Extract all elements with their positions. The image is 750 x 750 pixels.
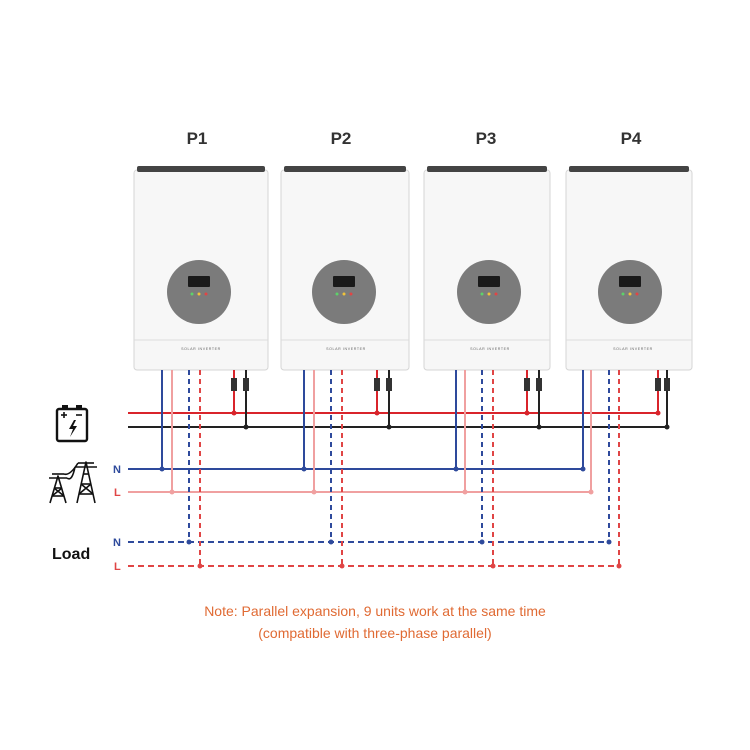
- load-label: Load: [52, 546, 90, 563]
- junction-dot: [580, 466, 586, 472]
- brand-text: SOLAR INVERTER: [613, 347, 653, 351]
- junction-dots: [159, 410, 670, 569]
- junction-dot: [588, 489, 594, 495]
- status-led: [335, 292, 339, 296]
- status-led: [487, 292, 491, 296]
- load-live-label: L: [114, 561, 121, 573]
- inverter-p2: P2 SOLAR INVERTER: [280, 129, 410, 371]
- inverter-top-cap: [569, 166, 689, 172]
- junction-dot: [479, 539, 485, 545]
- inverter-p4: P4 SOLAR INVERTER: [565, 129, 693, 371]
- status-led: [349, 292, 353, 296]
- junction-dot: [374, 410, 380, 416]
- drops-p1: [161, 370, 249, 566]
- junction-dot: [231, 410, 237, 416]
- junction-dot: [328, 539, 334, 545]
- cable-connector: [664, 378, 670, 391]
- status-led: [494, 292, 498, 296]
- junction-dot: [301, 466, 307, 472]
- junction-dot: [169, 489, 175, 495]
- junction-dot: [490, 563, 496, 569]
- load-neutral-label: N: [113, 537, 121, 549]
- drops-p2: [303, 370, 392, 566]
- cable-connector: [243, 378, 249, 391]
- cable-connector: [536, 378, 542, 391]
- brand-text: SOLAR INVERTER: [470, 347, 510, 351]
- cable-connector: [231, 378, 237, 391]
- junction-dot: [655, 410, 661, 416]
- grid-live-label: L: [114, 487, 121, 499]
- junction-dot: [462, 489, 468, 495]
- unit-label-p1: P1: [187, 129, 208, 148]
- junction-dot: [197, 563, 203, 569]
- unit-label-p2: P2: [331, 129, 352, 148]
- junction-dot: [186, 539, 192, 545]
- battery-icon: [55, 405, 89, 443]
- cable-connector: [524, 378, 530, 391]
- junction-dot: [159, 466, 165, 472]
- display-ring: [598, 260, 662, 324]
- inverter-top-cap: [284, 166, 406, 172]
- unit-label-p3: P3: [476, 129, 497, 148]
- status-led: [204, 292, 208, 296]
- drops-p3: [455, 370, 542, 566]
- note-line-2: (compatible with three-phase parallel): [258, 625, 492, 641]
- lcd-screen: [478, 276, 500, 287]
- inverter-p1: P1 SOLAR INVERTER: [133, 129, 269, 371]
- junction-dot: [536, 424, 542, 430]
- lcd-screen: [188, 276, 210, 287]
- inverter-top-cap: [137, 166, 265, 172]
- junction-dot: [453, 466, 459, 472]
- junction-dot: [311, 489, 317, 495]
- display-ring: [312, 260, 376, 324]
- junction-dot: [386, 424, 392, 430]
- inverter-p3: P3 SOLAR INVERTER: [423, 129, 551, 371]
- inverter-top-cap: [427, 166, 547, 172]
- junction-dot: [524, 410, 530, 416]
- brand-text: SOLAR INVERTER: [326, 347, 366, 351]
- status-led: [480, 292, 484, 296]
- brand-text: SOLAR INVERTER: [181, 347, 221, 351]
- junction-dot: [243, 424, 249, 430]
- display-ring: [167, 260, 231, 324]
- junction-dot: [664, 424, 670, 430]
- status-led: [190, 292, 194, 296]
- cable-connector: [374, 378, 380, 391]
- cable-connector: [655, 378, 661, 391]
- note-line-1: Note: Parallel expansion, 9 units work a…: [204, 603, 546, 619]
- lcd-screen: [619, 276, 641, 287]
- junction-dot: [616, 563, 622, 569]
- grid-neutral-label: N: [113, 464, 121, 476]
- power-tower-icon: [49, 461, 97, 504]
- status-led: [197, 292, 201, 296]
- lcd-screen: [333, 276, 355, 287]
- junction-dot: [606, 539, 612, 545]
- junction-dot: [339, 563, 345, 569]
- cable-connector: [386, 378, 392, 391]
- status-led: [635, 292, 639, 296]
- status-led: [628, 292, 632, 296]
- status-led: [621, 292, 625, 296]
- drops-p4: [582, 370, 670, 566]
- unit-label-p4: P4: [621, 129, 642, 148]
- status-led: [342, 292, 346, 296]
- display-ring: [457, 260, 521, 324]
